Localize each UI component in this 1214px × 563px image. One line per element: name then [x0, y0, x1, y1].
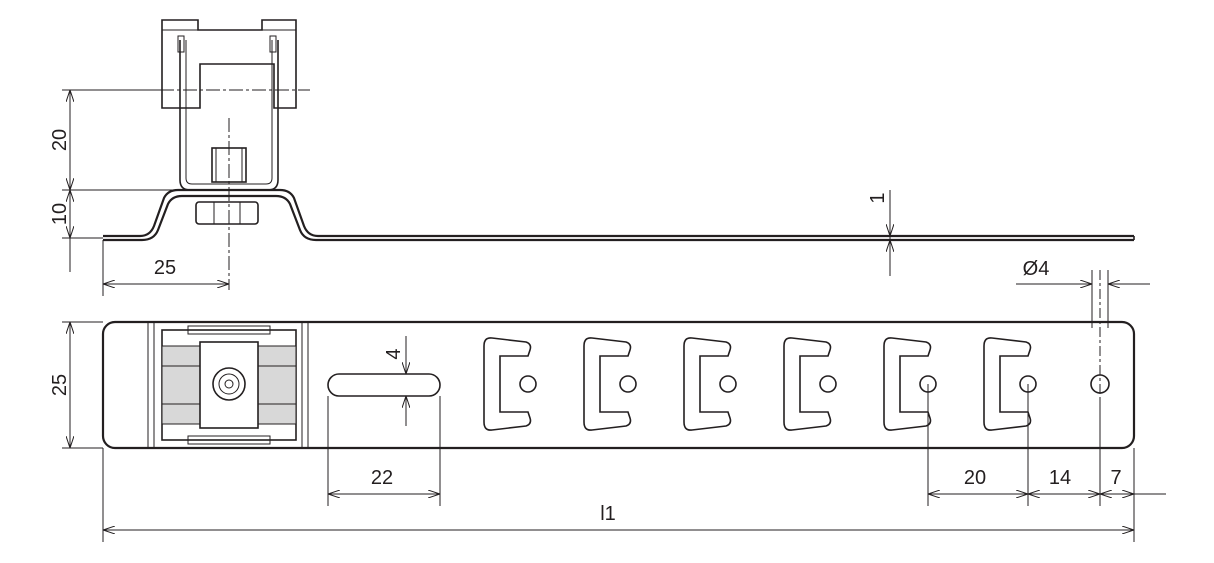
clip-tab-5 [883, 337, 932, 431]
clip-tabs [483, 337, 1037, 431]
dim-label-l1: l1 [600, 503, 616, 525]
top-view: 4 25 22 20 14 7 l1 [49, 270, 1166, 542]
long-slot [327, 373, 441, 397]
clip-tab-3 [683, 337, 732, 431]
bolt-head-inner [224, 379, 234, 389]
bolt-head-outer [212, 367, 246, 401]
dim-label-7: 7 [1110, 467, 1121, 489]
dim-label-slot4: 4 [383, 348, 405, 359]
dim-label-14: 14 [1049, 467, 1071, 489]
clamp-slot-left [177, 35, 185, 53]
bolt-head-mid [218, 373, 240, 395]
dim-label-20: 20 [964, 467, 986, 489]
dim-label-25-side: 25 [154, 257, 176, 279]
dim-label-22: 22 [371, 467, 393, 489]
side-view: 20 10 25 1 Ø4 [49, 19, 1150, 328]
clamp-plan-plate [199, 341, 259, 429]
clip-tab-4 [783, 337, 832, 431]
strap-plan-outline [101, 320, 1136, 450]
clip-tab-1 [483, 337, 532, 431]
clamp-plan-tab-bottom [187, 435, 271, 445]
clip-hole-2 [619, 375, 637, 393]
clamp-outline [161, 19, 297, 109]
dim-label-10: 10 [49, 203, 71, 225]
dim-label-25-top: 25 [49, 374, 71, 396]
clip-tab-6 [983, 337, 1032, 431]
clamp-slot-right [269, 35, 277, 53]
dim-label-hole: Ø4 [1023, 258, 1050, 280]
clip-hole-4 [819, 375, 837, 393]
clamp-plan-band-left [161, 345, 201, 425]
clamp-plan-tab-top [187, 325, 271, 335]
nut [195, 201, 259, 225]
dim-label-thickness: 1 [867, 192, 889, 203]
clip-hole-3 [719, 375, 737, 393]
clip-hole-1 [519, 375, 537, 393]
clamp-plan-band-right [257, 345, 297, 425]
clip-tab-2 [583, 337, 632, 431]
dim-label-20: 20 [49, 129, 71, 151]
